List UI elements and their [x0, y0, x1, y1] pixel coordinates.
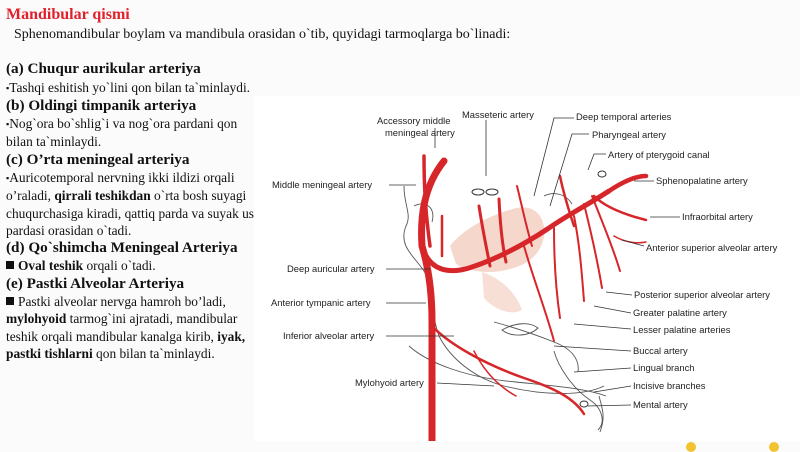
label-accessory-middle-1: Accessory middle [377, 115, 450, 126]
label-deep-temporal: Deep temporal arteries [576, 111, 672, 122]
label-lingual-branch: Lingual branch [633, 362, 695, 373]
label-accessory-middle-2: meningeal artery [385, 127, 455, 138]
label-sphenopalatine: Sphenopalatine artery [656, 175, 748, 186]
section-heading: (d) Qo`shimcha Meningeal Arteriya [6, 238, 238, 256]
section-body: ▪Tashqi eshitish yo`lini qon bilan ta`mi… [6, 79, 251, 95]
section-body: Pastki alveolar nervga hamroh bo’ladi, m… [6, 294, 246, 361]
slide-intro: Sphenomandibular boylam va mandibula ora… [14, 27, 511, 42]
section-heading: (b) Oldingi timpanik arteriya [6, 96, 197, 114]
section-body: ▪Auricotemporal nervning ikki ildizi orq… [6, 170, 262, 238]
label-mental: Mental artery [633, 399, 688, 410]
label-buccal: Buccal artery [633, 345, 688, 356]
label-mylohyoid: Mylohyoid artery [355, 377, 424, 388]
label-pharyngeal: Pharyngeal artery [592, 129, 666, 140]
square-bullet-icon [6, 297, 14, 306]
label-greater-palatine: Greater palatine artery [633, 307, 727, 318]
bullet-icon: ▪ [6, 119, 10, 130]
section-body: ▪Nog`ora bo`shlig`i va nog`ora pardani q… [6, 116, 238, 150]
branches-list: (a) Chuqur aurikular arteriya ▪Tashqi es… [6, 60, 264, 362]
leader-lines [386, 117, 680, 407]
square-bullet-icon [6, 261, 14, 270]
nerve-rings [471, 170, 607, 408]
pterygoid-tissue-lower [482, 272, 522, 313]
bullet-icon: ▪ [6, 173, 10, 184]
section-deep-auricular: (a) Chuqur aurikular arteriya ▪Tashqi es… [6, 60, 264, 97]
section-heading: (a) Chuqur aurikular arteriya [6, 60, 201, 77]
section-middle-meningeal: (c) O’rta meningeal arteriya ▪Auricotemp… [6, 151, 264, 239]
section-inferior-alveolar: (e) Pastki Alveolar Arteriya Pastki alve… [6, 275, 264, 362]
arteries [418, 154, 649, 441]
label-masseteric: Masseteric artery [462, 109, 534, 120]
bullet-icon: ▪ [6, 82, 10, 93]
slide-title: Mandibular qismi [6, 6, 130, 23]
decorative-dot-icon [769, 442, 779, 452]
decorative-dot-icon [686, 442, 696, 452]
section-heading: (e) Pastki Alveolar Arteriya [6, 274, 185, 292]
label-anterior-tympanic: Anterior tympanic artery [271, 297, 371, 308]
label-deep-auricular: Deep auricular artery [287, 263, 375, 274]
section-body: Oval teshik orqali o`tadi. [6, 257, 264, 274]
label-infraorbital: Infraorbital artery [682, 211, 753, 222]
label-middle-meningeal: Middle meningeal artery [272, 179, 372, 190]
section-heading: (c) O’rta meningeal arteriya [6, 150, 190, 168]
section-anterior-tympanic: (b) Oldingi timpanik arteriya ▪Nog`ora b… [6, 97, 264, 151]
anatomy-illustration: Accessory middle meningeal artery Masset… [271, 109, 778, 441]
label-pterygoid-canal: Artery of pterygoid canal [608, 149, 710, 160]
section-accessory-meningeal: (d) Qo`shimcha Meningeal Arteriya Oval t… [6, 239, 264, 275]
label-posterior-superior-alveolar: Posterior superior alveolar artery [634, 289, 770, 300]
label-anterior-superior-alveolar: Anterior superior alveolar artery [646, 242, 778, 253]
label-incisive: Incisive branches [633, 380, 706, 391]
label-lesser-palatine: Lesser palatine arteries [633, 324, 731, 335]
pterygoid-tissue [450, 207, 545, 272]
maxillary-artery-diagram: Accessory middle meningeal artery Masset… [254, 96, 800, 441]
label-inferior-alveolar: Inferior alveolar artery [283, 330, 374, 341]
